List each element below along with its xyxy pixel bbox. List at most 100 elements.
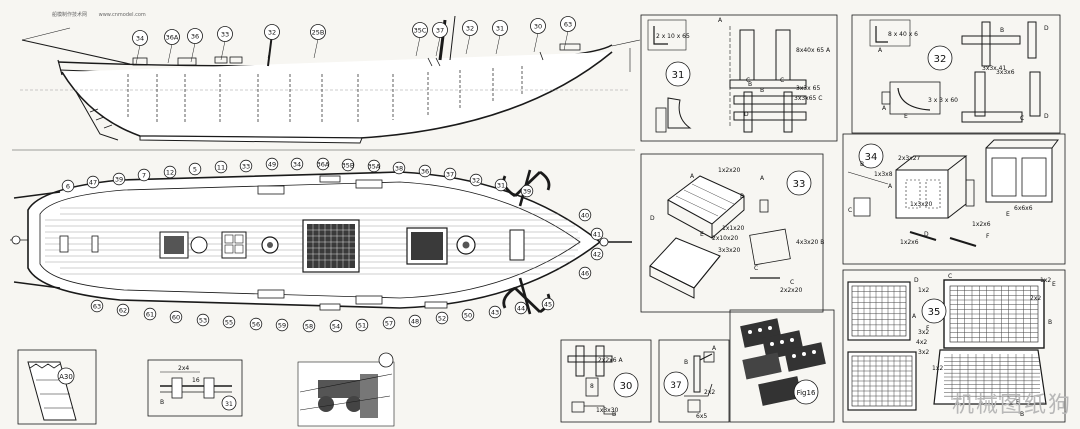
p34-label-5: 1x3x20 (910, 201, 933, 208)
panel-37 (663, 351, 715, 413)
panel-35-gratings (852, 286, 1040, 406)
hull-callout-5-text: 25B (312, 29, 325, 37)
p32-label-1: A (878, 47, 883, 54)
hull-callout-10-text: 30 (534, 23, 542, 31)
panel-31-frame (640, 14, 838, 142)
deck-callout-33-text: 59 (278, 322, 286, 330)
deck-callout-4: 12 (163, 165, 177, 179)
p32-label-4: 3x3x 41 (982, 65, 1006, 72)
deck-callout-0: 6 (61, 179, 75, 193)
hull-callout-6: 35C (412, 22, 428, 38)
p33-label-0: 1x2x20 (718, 167, 741, 174)
hull-leader (220, 40, 226, 61)
p32-label-2: B (1000, 27, 1004, 34)
hull-callout-4-text: 32 (268, 29, 276, 37)
deck-callout-24: 44 (514, 301, 528, 315)
deck-callout-19-text: 40 (581, 212, 589, 220)
p32-label-5: E (904, 113, 908, 120)
deck-callout-8: 49 (265, 157, 279, 171)
deck-callout-15: 37 (443, 167, 457, 181)
p30-label-3: B (612, 411, 616, 418)
p33-label-9: 4x3x20 B (796, 239, 824, 246)
p30-label-2: 1x3x30 (596, 407, 619, 414)
p34-label-4: C (848, 207, 852, 214)
p31-label-0: 2 x 10 x 65 (656, 33, 690, 40)
deck-callout-34-text: 56 (252, 321, 260, 329)
p31-label-7: B (748, 81, 752, 88)
panel-34-frame (842, 133, 1066, 265)
deck-callout-20: 41 (590, 227, 604, 241)
deck-callout-29: 57 (382, 316, 396, 330)
deck-callout-39-text: 62 (119, 307, 127, 315)
hull-leader (267, 38, 273, 59)
p35-label-11: 3x2 (918, 349, 929, 356)
p34-label-8: 1x2x6 (972, 221, 991, 228)
detail-small-label-3: 31 (225, 401, 233, 408)
hull-callout-2-text: 36 (191, 33, 199, 41)
p35-label-4: A (912, 313, 917, 320)
deck-callout-11-text: 35B (342, 162, 355, 170)
deck-callout-32-text: 58 (305, 323, 313, 331)
hull-callout-1-text: 36A (166, 34, 179, 42)
p34-label-11: 6x6x6 (1014, 205, 1033, 212)
p35-label-1: 1x2 (918, 287, 929, 294)
detail-a30-label: A30 (59, 373, 73, 381)
detail-small: 2x4 16 B 31 (147, 359, 243, 417)
p31-label-5: C (780, 77, 784, 84)
p34-label-1: B (860, 161, 864, 168)
hull-leader (533, 32, 539, 53)
deck-callout-9-text: 34 (293, 161, 301, 169)
hull-callout-8: 32 (462, 20, 478, 36)
p35-label-14: B (1020, 411, 1024, 418)
panel-30-frame (560, 339, 652, 423)
deck-callout-12-text: 35A (368, 163, 381, 171)
panel-33-frame (640, 153, 824, 313)
deck-callout-2: 39 (112, 172, 126, 186)
sheet-header: 船模制作技术网 www.cnmodel.com (52, 11, 146, 18)
hull-callout-11-text: 63 (564, 21, 572, 29)
panel-32-frame (851, 14, 1061, 134)
deck-callout-11: 35B (342, 158, 355, 172)
p32-label-7: C (1020, 115, 1024, 122)
p31-label-2: 8x40x 65 A (796, 47, 831, 54)
deck-callout-40: 63 (90, 299, 104, 313)
deck-callout-21: 42 (590, 247, 604, 261)
deck-callout-2-text: 39 (115, 176, 123, 184)
p30-label-1: 8 (590, 383, 594, 390)
deck-callout-1: 47 (86, 175, 100, 189)
p33-number: 33 (793, 179, 806, 190)
p31-label-3: B (760, 87, 764, 94)
hull-callout-11: 63 (560, 16, 576, 32)
deck-callout-22: 46 (578, 266, 592, 280)
p32-label-6: 3 x 3 x 60 (928, 97, 958, 104)
deck-callout-30: 51 (355, 318, 369, 332)
deck-callout-33: 59 (275, 318, 289, 332)
p33-label-6: 2x10x20 (712, 235, 738, 242)
deck-callout-10: 36A (317, 157, 330, 171)
hull-callout-7-text: 37 (436, 27, 444, 35)
deck-callout-17: 31 (494, 178, 508, 192)
p34-label-9: F (986, 233, 990, 240)
hull-callout-10: 30 (530, 18, 546, 34)
p32-number: 32 (934, 54, 947, 65)
panel-fig16 (740, 318, 826, 406)
panel-37-frame (658, 339, 730, 423)
deck-callout-22-text: 46 (581, 270, 589, 278)
p35-label-2: C (948, 273, 952, 280)
deck-callout-32: 58 (302, 319, 316, 333)
hull-callout-4: 32 (264, 24, 280, 40)
deck-callout-15-text: 37 (446, 171, 454, 179)
hull-callout-2: 36 (187, 28, 203, 44)
deck-callout-5: 5 (188, 162, 202, 176)
p35-label-8: B (1048, 319, 1052, 326)
deck-callout-34: 56 (249, 317, 263, 331)
watermark-text: 机械图纸狗 (951, 393, 1072, 418)
deck-callout-38-text: 61 (146, 311, 154, 319)
